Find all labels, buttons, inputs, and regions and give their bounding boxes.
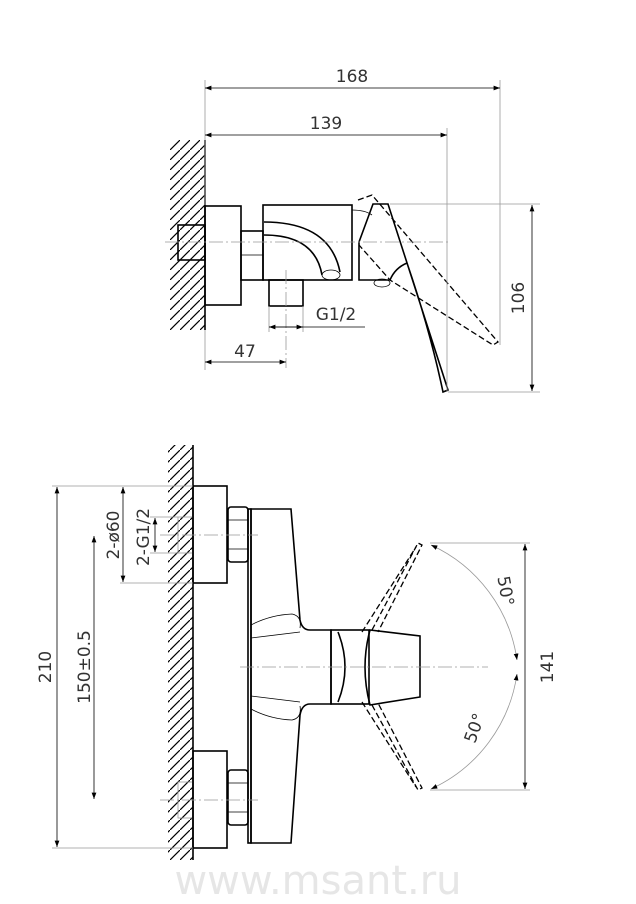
wall-hatch [168, 445, 193, 860]
handle-knob [364, 629, 421, 706]
dim-106: 106 [509, 282, 529, 314]
mixer-body [262, 204, 353, 281]
dim-47: 47 [234, 342, 256, 362]
dim-168: 168 [336, 67, 368, 87]
angle-lower: 50° [461, 711, 490, 746]
watermark: www.msant.ru [174, 858, 462, 904]
dim-210: 210 [36, 651, 56, 683]
dim-inlet-thread: 2-G1/2 [134, 508, 154, 566]
front-view: 50° 50° 210 2-ø60 2-G1/2 150±0.5 141 [36, 445, 558, 860]
eccentric-flange-top [192, 485, 228, 584]
nut-bottom [227, 769, 249, 826]
dim-g12: G1/2 [316, 305, 357, 325]
handle-alt-positions [371, 542, 423, 791]
wall-hatch [170, 140, 205, 330]
eccentric-flange-bottom [192, 750, 228, 849]
nut-top [227, 506, 249, 563]
dim-141: 141 [538, 651, 558, 683]
mixer-body [250, 508, 332, 844]
top-view: 168 139 106 47 G1/2 [165, 67, 540, 394]
dim-139: 139 [310, 114, 342, 134]
dim-center-distance: 150±0.5 [75, 630, 95, 704]
nut [240, 230, 264, 281]
eccentric-flange [204, 205, 242, 306]
spout-curve [263, 221, 341, 276]
lever-alt-position [357, 194, 499, 346]
dim-eccentric: 2-ø60 [104, 511, 124, 560]
